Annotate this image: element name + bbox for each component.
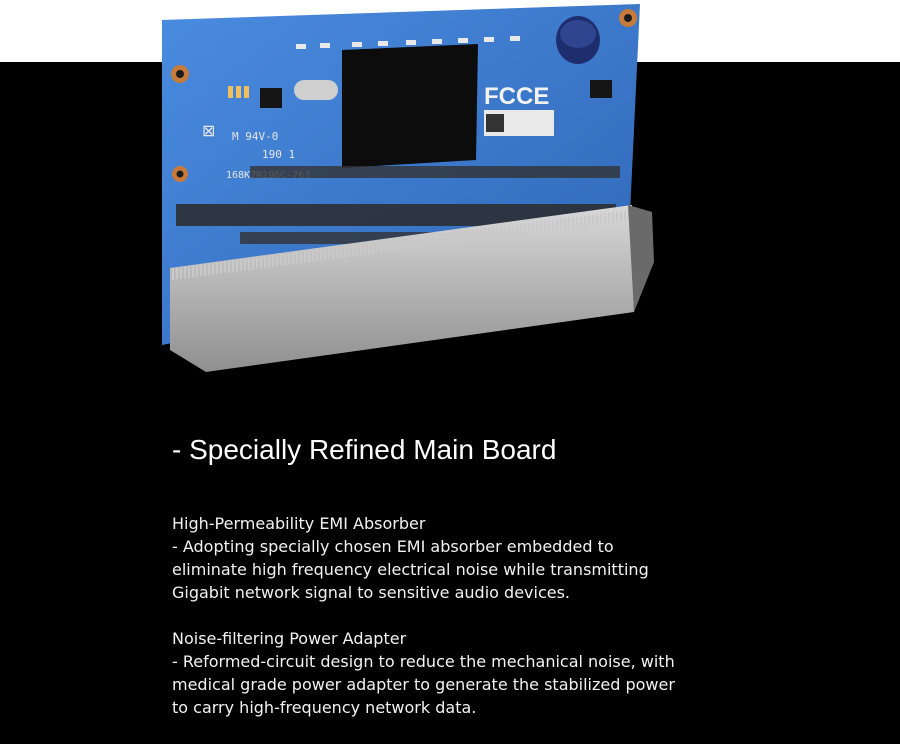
feature-line: eliminate high frequency electrical nois… [172,560,649,579]
feature-title: Noise-filtering Power Adapter [172,629,407,648]
capacitor [556,16,600,64]
small-chip [260,88,282,108]
qr-code-icon [486,114,504,132]
jumper-pins [228,86,249,98]
connector-pins [172,210,630,280]
board-code-1: 190 1 [262,148,295,161]
section-headline: - Specially Refined Main Board [172,434,557,465]
feature-line: Gigabit network signal to sensitive audi… [172,583,571,602]
fcc-ce-mark: FCCE [484,83,549,110]
feature-title: High-Permeability EMI Absorber [172,514,426,533]
feature-line: medical grade power adapter to generate … [172,675,675,694]
led-row [296,36,520,49]
feature-line: - Reformed-circuit design to reduce the … [172,652,675,671]
emi-shield [170,205,634,372]
crystal [294,80,338,100]
shield-side [628,205,654,312]
main-chip [342,44,478,168]
feature-line: to carry high-frequency network data. [172,698,477,717]
feature-emi-absorber: High-Permeability EMI Absorber - Adoptin… [172,512,772,604]
recycle-bin-icon: ⊠ [202,121,215,140]
feature-line: - Adopting specially chosen EMI absorber… [172,537,614,556]
feature-power-adapter: Noise-filtering Power Adapter - Reformed… [172,627,772,719]
mounting-holes [171,9,637,182]
ul-mark: M 94V-0 [232,130,278,143]
small-chip [590,80,612,98]
main-board-image: FCCE M 94V-0 190 1 168K2N196C-763 ⊠ [162,4,654,372]
